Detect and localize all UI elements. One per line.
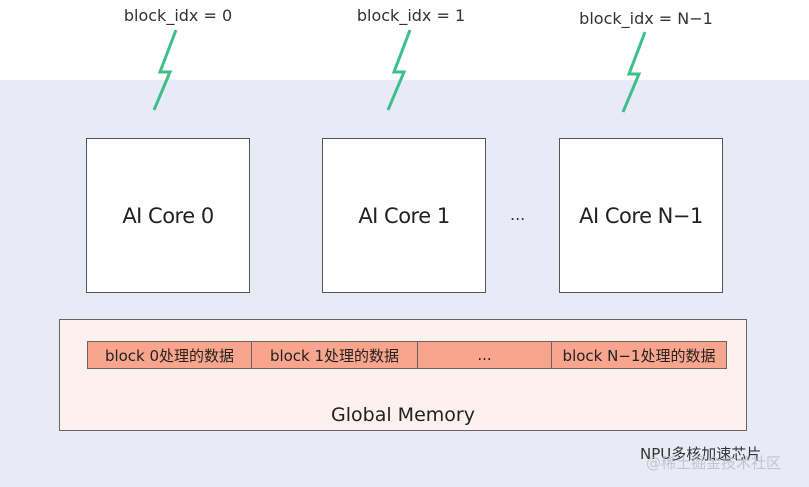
memory-segment-1: block 1处理的数据 bbox=[252, 342, 418, 368]
global-memory-title: Global Memory bbox=[331, 404, 475, 426]
ai-core-label-n: AI Core N−1 bbox=[579, 203, 703, 228]
npu-chip-label: NPU多核加速芯片 bbox=[640, 445, 762, 463]
memory-segment-n: block N−1处理的数据 bbox=[562, 346, 716, 365]
core-ellipsis: ... bbox=[510, 205, 526, 224]
block-idx-label-0: block_idx = 0 bbox=[123, 6, 233, 25]
memory-segment-row: block 0处理的数据 block 1处理的数据 ... block N−1处… bbox=[87, 341, 727, 369]
block-idx-label-1: block_idx = 1 bbox=[356, 6, 466, 25]
ai-core-label-1: AI Core 1 bbox=[358, 203, 450, 228]
block-idx-label-n: block_idx = N−1 bbox=[579, 9, 713, 28]
watermark: @稀土掘金技术社区 bbox=[646, 454, 782, 472]
lightning-bolt-icon-n bbox=[621, 31, 647, 113]
global-memory: block 0处理的数据 block 1处理的数据 ... block N−1处… bbox=[59, 319, 747, 431]
ai-core-label-0: AI Core 0 bbox=[122, 203, 214, 228]
lightning-bolt-icon-0 bbox=[152, 29, 178, 111]
ai-core-0: AI Core 0 bbox=[86, 138, 250, 293]
ai-core-n: AI Core N−1 bbox=[559, 138, 723, 293]
ai-core-1: AI Core 1 bbox=[322, 138, 486, 293]
lightning-bolt-icon-1 bbox=[386, 29, 412, 111]
memory-segment-ellipsis: ... bbox=[418, 342, 552, 368]
memory-segment-0: block 0处理的数据 bbox=[88, 342, 252, 368]
